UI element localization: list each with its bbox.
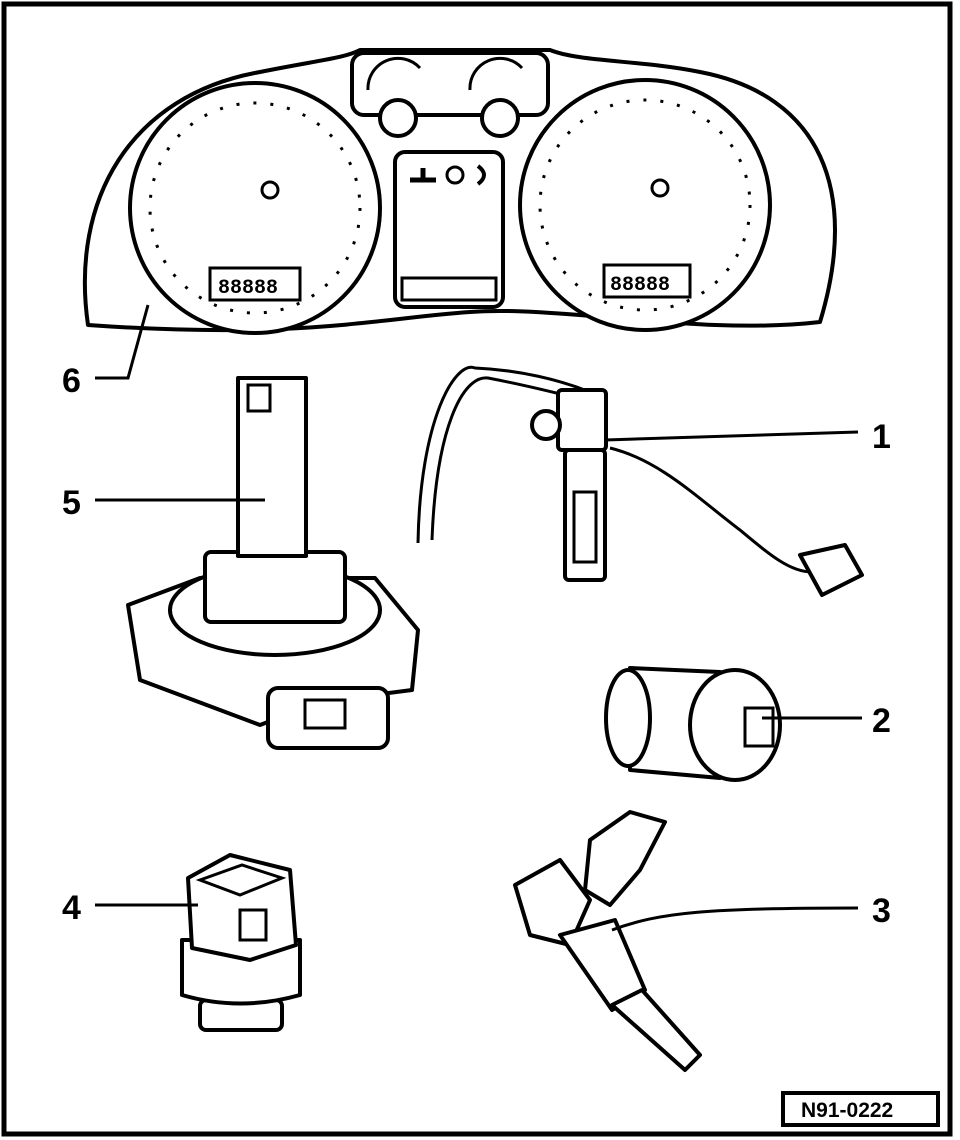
tachometer-dial: 88888 [518, 78, 772, 332]
callout-label-4: 4 [62, 889, 81, 927]
callout-label-1: 1 [872, 418, 891, 456]
part-2-switch [604, 666, 782, 782]
part-4-hex-sensor [180, 853, 302, 1032]
reference-code: N91-0222 [801, 1099, 893, 1122]
callout-label-3: 3 [872, 892, 891, 930]
callout-label-5: 5 [62, 484, 81, 522]
leader-line-6 [95, 304, 150, 380]
leader-line-3 [611, 906, 859, 932]
svg-text:88888: 88888 [218, 277, 278, 300]
part-5-level-sensor [126, 376, 420, 750]
instrument-cluster: 88888 88888 [82, 48, 837, 335]
svg-text:88888: 88888 [610, 274, 670, 297]
callout-label-6: 6 [62, 362, 81, 400]
part-1-sensor [416, 365, 864, 597]
reference-code-box [781, 1091, 940, 1127]
part-3-temp-sender [513, 810, 702, 1072]
leader-line-1 [604, 430, 859, 442]
callout-label-2: 2 [872, 702, 891, 740]
speedometer-dial: 88888 [128, 81, 382, 335]
